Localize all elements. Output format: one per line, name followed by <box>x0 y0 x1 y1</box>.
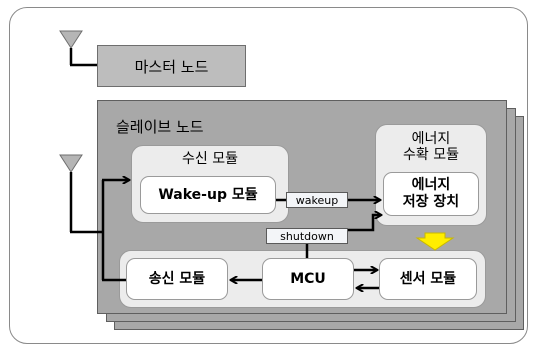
slave-node-label: 슬레이브 노드 <box>116 118 204 136</box>
master-node: 마스터 노드 <box>97 45 246 87</box>
master-node-label: 마스터 노드 <box>134 57 209 76</box>
shutdown-signal-tag: shutdown <box>266 228 348 244</box>
energy-harvest-title: 에너지 수확 모듈 <box>375 131 487 163</box>
energy-harvest-title-line2: 수확 모듈 <box>403 147 459 163</box>
wakeup-module: Wake-up 모듈 <box>140 176 276 214</box>
sensor-module: 센서 모듈 <box>379 258 477 300</box>
receiver-module-title: 수신 모듈 <box>182 151 238 167</box>
sensor-module-label: 센서 모듈 <box>399 270 457 287</box>
wakeup-signal-label: wakeup <box>295 193 339 207</box>
down-arrow-icon <box>415 232 455 251</box>
transmit-module-label: 송신 모듈 <box>148 270 206 287</box>
wakeup-signal-tag: wakeup <box>286 192 348 208</box>
energy-storage-line1: 에너지 <box>411 177 451 193</box>
antenna-icon <box>59 30 97 67</box>
transmit-module: 송신 모듈 <box>126 258 228 300</box>
energy-storage: 에너지 저장 장치 <box>383 172 479 216</box>
mcu: MCU <box>262 258 354 300</box>
antenna-icon <box>59 154 83 232</box>
mcu-label: MCU <box>290 270 326 287</box>
wakeup-module-label: Wake-up 모듈 <box>158 186 258 203</box>
energy-harvest-title-line1: 에너지 <box>411 131 451 147</box>
shutdown-signal-label: shutdown <box>280 229 334 243</box>
energy-storage-line2: 저장 장치 <box>402 194 460 210</box>
